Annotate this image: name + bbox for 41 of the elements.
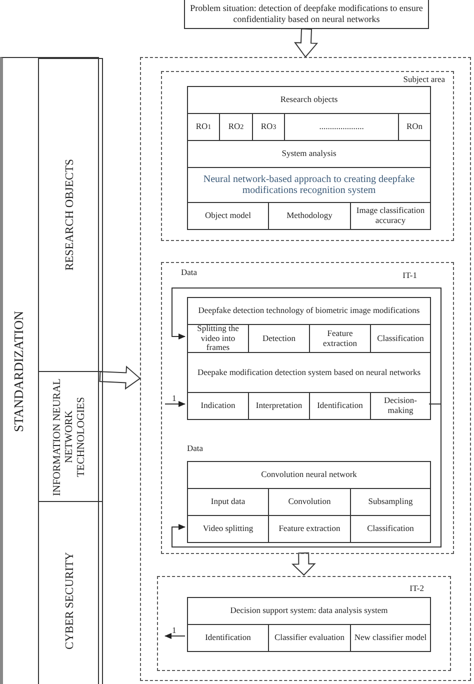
section-label: Data (187, 443, 204, 453)
arrow (164, 401, 186, 407)
frame-title: Data (181, 267, 198, 277)
dashed-frame (161, 71, 454, 241)
edge-label: 1 (172, 625, 176, 635)
table-cell: Deepfake detection technology of biometric image modifications (187, 297, 431, 325)
table-cell: Identification (187, 624, 269, 652)
table-cell: Research objects (187, 86, 431, 114)
frame-title: Subject area (403, 74, 445, 84)
dashed-frame (157, 576, 451, 671)
table-cell: Indication (187, 392, 249, 420)
arrow (172, 288, 442, 404)
frame-title: IT-2 (410, 583, 424, 593)
vertical-label: RESEARCH OBJECTS (64, 159, 77, 271)
table-cell (38, 371, 103, 502)
table-cell: Video splitting (187, 515, 269, 543)
table-cell: Decision support system: data analysis system (187, 597, 431, 625)
table-cell: Deepake modification detection system based on neural networks (187, 352, 431, 393)
table-cell: Convolution neural network (187, 461, 431, 489)
table-cell: Decision-making (370, 392, 431, 420)
vertical-label: INFORMATION NEURAL NETWORK TECHNOLOGIES (52, 376, 89, 498)
table-cell: Classification (350, 515, 431, 543)
problem-box: Problem situation: detection of deepfake modifications to ensure confidentiality based on neural networks (184, 0, 429, 29)
block-arrow (99, 366, 141, 390)
arrow (164, 633, 186, 639)
table-cell: Image classification accuracy (350, 202, 431, 230)
dashed-frame (140, 57, 471, 681)
edge-label: 1 (172, 393, 176, 403)
table-cell (38, 58, 103, 372)
table-cell: Object model (187, 202, 269, 230)
block-arrow (291, 552, 316, 576)
vertical-label: CYBER SECURITY (64, 552, 77, 650)
table-cell (38, 501, 103, 684)
table-cell: Neural network-based approach to creating deepfake modifications recognition system (187, 167, 431, 203)
table-cell: New classifier model (350, 624, 431, 652)
block-arrow (294, 28, 318, 58)
table-cell: System analysis (187, 140, 431, 168)
vertical-label: STANDARDIZATION (12, 310, 27, 434)
frame-title: IT-1 (402, 270, 417, 280)
arrow (172, 404, 442, 548)
dashed-frame (161, 262, 454, 554)
